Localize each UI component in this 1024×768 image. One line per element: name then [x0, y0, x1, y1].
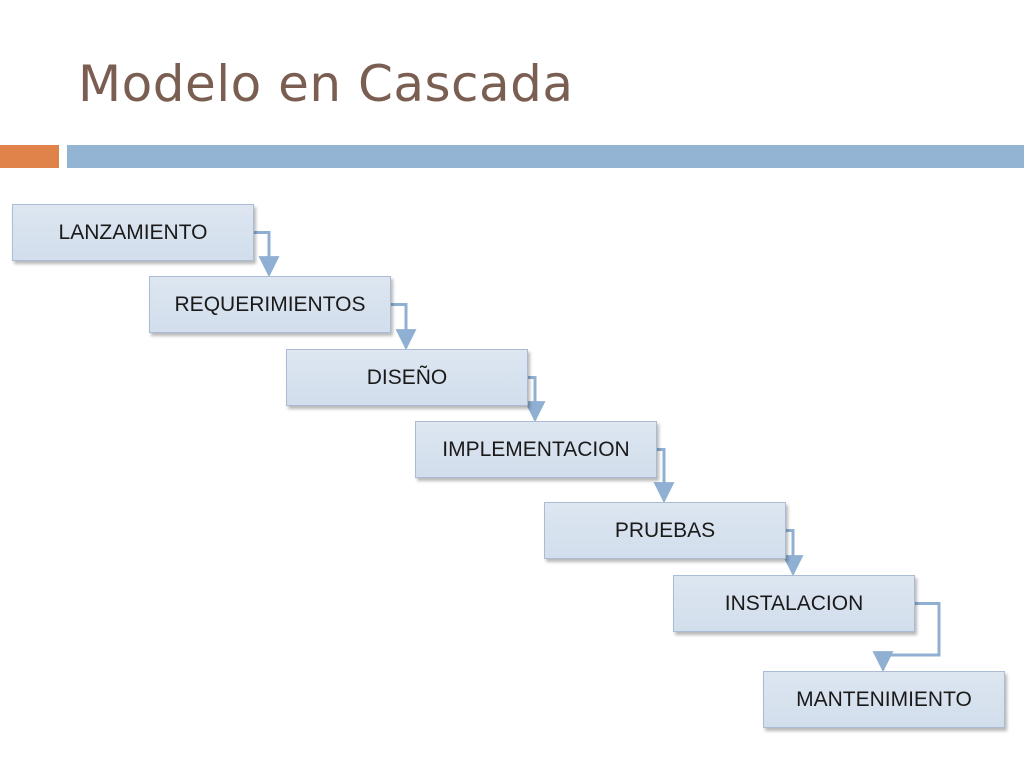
connector-arrow [872, 602, 941, 673]
step-requerimientos: REQUERIMIENTOS [149, 276, 391, 333]
step-mantenimiento: MANTENIMIENTO [763, 671, 1005, 728]
connector-arrow [391, 303, 417, 351]
connector-group [254, 231, 941, 673]
accent-bar-orange [0, 145, 59, 168]
step-label: DISEÑO [366, 365, 448, 389]
step-lanzamiento: LANZAMIENTO [12, 204, 254, 261]
step-label: INSTALACION [724, 591, 864, 615]
step-label: PRUEBAS [614, 518, 716, 542]
accent-bar-blue [67, 145, 1024, 168]
slide-title: Modelo en Cascada [78, 55, 574, 113]
step-label: MANTENIMIENTO [796, 687, 972, 711]
step-pruebas: PRUEBAS [544, 502, 786, 559]
step-label: LANZAMIENTO [58, 220, 208, 244]
step-label: IMPLEMENTACION [442, 437, 630, 461]
step-label: REQUERIMIENTOS [174, 292, 366, 316]
step-instalacion: INSTALACION [673, 575, 915, 632]
connector-arrow [782, 529, 804, 577]
connector-arrow [653, 448, 675, 504]
step-diseno: DISEÑO [286, 349, 528, 406]
step-implementacion: IMPLEMENTACION [415, 421, 657, 478]
connector-arrow [254, 231, 280, 278]
connector-arrow [524, 376, 546, 423]
